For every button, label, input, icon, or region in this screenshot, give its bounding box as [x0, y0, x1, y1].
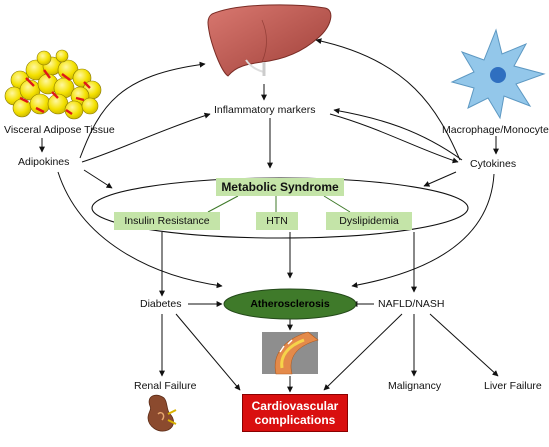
dyslipidemia-box: Dyslipidemia: [326, 212, 412, 230]
liver-failure-label: Liver Failure: [484, 380, 542, 392]
arrows: [39, 38, 499, 393]
atherosclerosis-ellipse: [223, 288, 357, 320]
malignancy-label: Malignancy: [388, 380, 442, 392]
macrophage-icon: [450, 28, 546, 120]
cytokines-label: Cytokines: [470, 158, 517, 170]
artery-icon: [262, 331, 319, 375]
inflammatory-markers-label: Inflammatory markers: [214, 104, 316, 116]
htn-box: HTN: [256, 212, 298, 230]
kidney-icon: [147, 394, 177, 432]
nafld-nash-label: NAFLD/NASH: [378, 298, 445, 310]
cvd-line-1: Cardiovascular: [251, 399, 339, 413]
cvd-line-2: complications: [254, 413, 336, 427]
atherosclerosis-label: Atherosclerosis: [250, 298, 330, 310]
adipose-tissue-icon: [4, 49, 102, 120]
adipokines-label: Adipokines: [18, 156, 70, 168]
visceral-adipose-tissue-label: Visceral Adipose Tissue: [4, 124, 115, 136]
diabetes-label: Diabetes: [140, 298, 182, 310]
cardiovascular-complications-box: Cardiovascular complications: [242, 394, 348, 432]
metabolic-syndrome-box: Metabolic Syndrome: [216, 178, 344, 196]
insulin-resistance-box: Insulin Resistance: [114, 212, 220, 230]
renal-failure-label: Renal Failure: [134, 380, 197, 392]
ms-connectors: [207, 195, 351, 213]
liver-icon: [207, 4, 332, 77]
macrophage-monocyte-label: Macrophage/Monocyte: [442, 124, 549, 136]
